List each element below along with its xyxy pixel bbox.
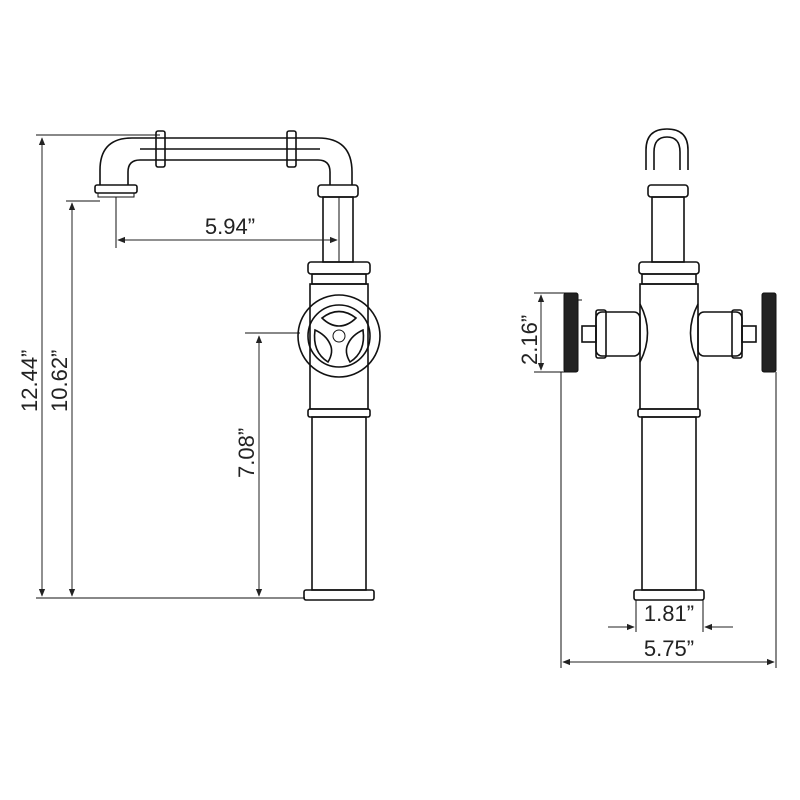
overall-width-label: 5.75” bbox=[644, 636, 694, 661]
spout-end bbox=[638, 128, 700, 285]
spout-reach-label: 5.94” bbox=[205, 214, 255, 239]
dim-spout-height: 10.62” bbox=[47, 200, 100, 597]
side-view: 12.44” 10.62” 5.94” 7.08” bbox=[17, 130, 381, 601]
right-handle bbox=[697, 292, 777, 373]
spout-height-label: 10.62” bbox=[47, 350, 72, 412]
base-diameter-label: 1.81” bbox=[644, 601, 694, 626]
dim-handle-height: 7.08” bbox=[234, 332, 300, 597]
handle-height-label: 7.08” bbox=[234, 428, 259, 478]
dim-base-diameter: 1.81” bbox=[608, 600, 733, 632]
dim-overall-width: 5.75” bbox=[560, 372, 777, 668]
front-body bbox=[633, 283, 705, 601]
spout-arm bbox=[94, 130, 353, 198]
overall-height-label: 12.44” bbox=[17, 350, 42, 412]
handle-size-label: 2.16” bbox=[517, 315, 542, 365]
dim-spout-reach: 5.94” bbox=[115, 197, 340, 262]
left-handle bbox=[563, 292, 641, 373]
front-view: 2.16” 1.81” 5.75” bbox=[517, 128, 777, 668]
dim-overall-height: 12.44” bbox=[17, 134, 305, 599]
dim-handle-size: 2.16” bbox=[517, 292, 566, 373]
handle-wheel bbox=[297, 294, 381, 378]
